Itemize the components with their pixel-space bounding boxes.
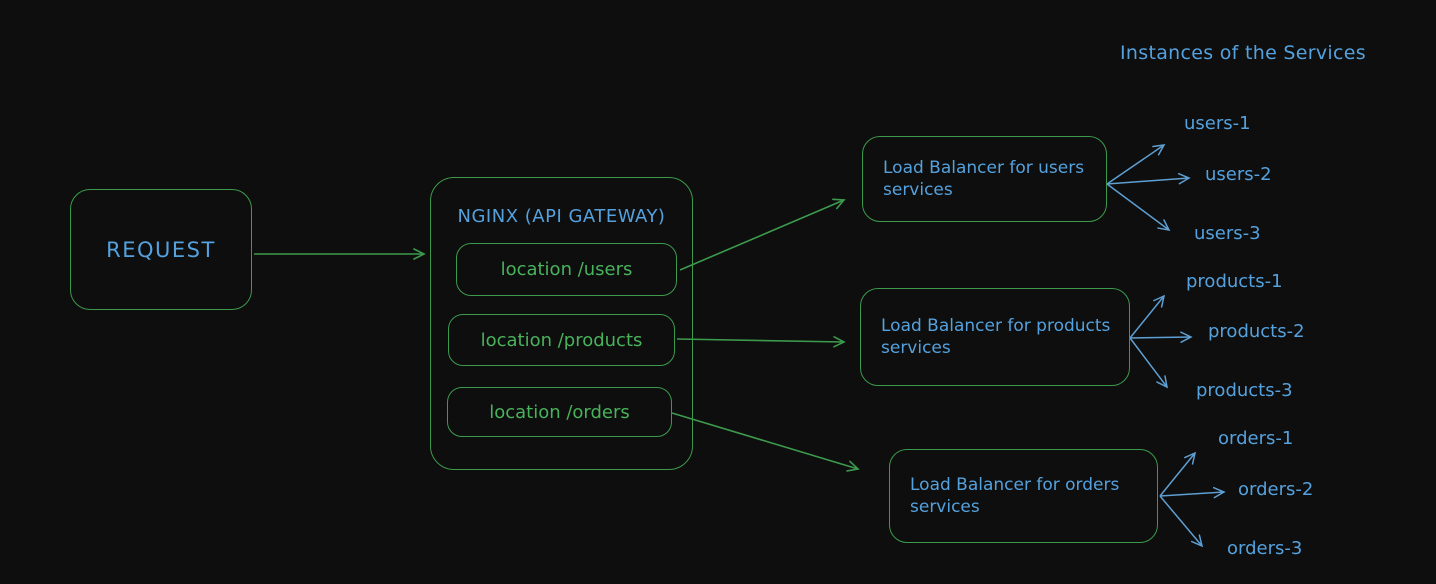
instance-products-2: products-2 — [1208, 321, 1305, 342]
location-products-node: location /products — [448, 314, 675, 366]
instance-orders-3: orders-3 — [1227, 538, 1303, 559]
lb-products-label: Load Balancer for products services — [881, 316, 1111, 358]
location-orders-node: location /orders — [447, 387, 672, 437]
gateway-node — [430, 177, 693, 470]
arrow-lb-orders-to-orders-3 — [1159, 495, 1204, 548]
instance-users-3: users-3 — [1194, 223, 1261, 244]
instance-orders-1: orders-1 — [1218, 428, 1294, 449]
lb-users-node: Load Balancer for users services — [862, 136, 1107, 222]
instance-orders-2: orders-2 — [1238, 479, 1314, 500]
arrow-products-to-lb — [676, 336, 846, 348]
arrow-lb-users-to-users-1 — [1106, 144, 1166, 185]
lb-users-label: Load Balancer for users services — [883, 158, 1085, 200]
arrow-lb-orders-to-orders-1 — [1159, 451, 1197, 497]
lb-orders-label: Load Balancer for orders services — [910, 475, 1120, 517]
request-label: REQUEST — [106, 237, 216, 262]
arrow-lb-products-to-products-2 — [1129, 331, 1193, 343]
location-users-node: location /users — [456, 243, 677, 296]
arrow-lb-users-to-users-3 — [1106, 183, 1171, 231]
instances-section-title: Instances of the Services — [1120, 42, 1366, 64]
arrow-lb-products-to-products-1 — [1129, 294, 1166, 339]
arrow-lb-orders-to-orders-2 — [1159, 486, 1226, 499]
location-products-label: location /products — [480, 329, 643, 351]
location-users-label: location /users — [500, 259, 633, 280]
instance-users-1: users-1 — [1184, 113, 1251, 134]
gateway-title: NGINX (API GATEWAY) — [457, 206, 666, 227]
arrow-orders-to-lb — [671, 412, 860, 472]
lb-orders-node: Load Balancer for orders services — [889, 449, 1158, 543]
location-orders-label: location /orders — [489, 401, 630, 423]
lb-products-node: Load Balancer for products services — [860, 288, 1130, 386]
arrow-users-to-lb — [679, 198, 846, 271]
arrow-lb-users-to-users-2 — [1106, 172, 1191, 185]
arrow-lb-products-to-products-3 — [1129, 337, 1169, 389]
instance-products-3: products-3 — [1196, 380, 1293, 401]
instance-users-2: users-2 — [1205, 164, 1272, 185]
request-node: REQUEST — [70, 189, 252, 310]
instance-products-1: products-1 — [1186, 271, 1283, 292]
